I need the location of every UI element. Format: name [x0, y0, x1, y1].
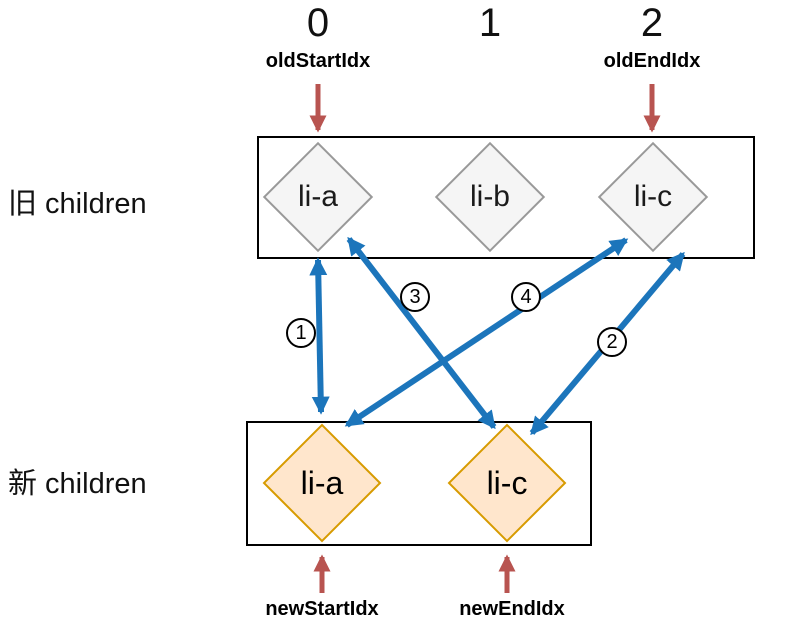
new-start-idx-label: newStartIdx: [265, 598, 379, 620]
compare-arrow-3: [346, 236, 497, 430]
node-label: li-b: [469, 180, 510, 213]
old-node-li-c: li-c: [597, 141, 709, 253]
index-label-0: 0: [306, 1, 330, 45]
comparison-badge-4: 4: [511, 282, 541, 312]
old-node-li-b: li-b: [434, 141, 546, 253]
new-node-li-c: li-c: [447, 423, 567, 543]
new-end-idx-label: newEndIdx: [459, 598, 565, 620]
new-children-row-label: 新 children: [8, 468, 147, 500]
comparison-badge-1: 1: [286, 318, 316, 348]
old-node-li-a: li-a: [262, 141, 374, 253]
index-label-1: 1: [478, 1, 502, 45]
compare-arrow-1: [309, 257, 330, 415]
node-label: li-a: [297, 180, 338, 213]
index-label-2: 2: [640, 1, 664, 45]
node-label: li-c: [486, 464, 528, 501]
old-children-row-label: 旧 children: [8, 188, 147, 220]
old-end-idx-label: oldEndIdx: [603, 50, 701, 72]
comparison-badge-3: 3: [400, 282, 430, 312]
new-node-li-a: li-a: [262, 423, 382, 543]
node-label: li-c: [633, 180, 673, 213]
node-label: li-a: [300, 464, 344, 501]
old-start-idx-label: oldStartIdx: [265, 50, 371, 72]
compare-arrow-4: [344, 237, 629, 428]
comparison-badge-2: 2: [597, 327, 627, 357]
